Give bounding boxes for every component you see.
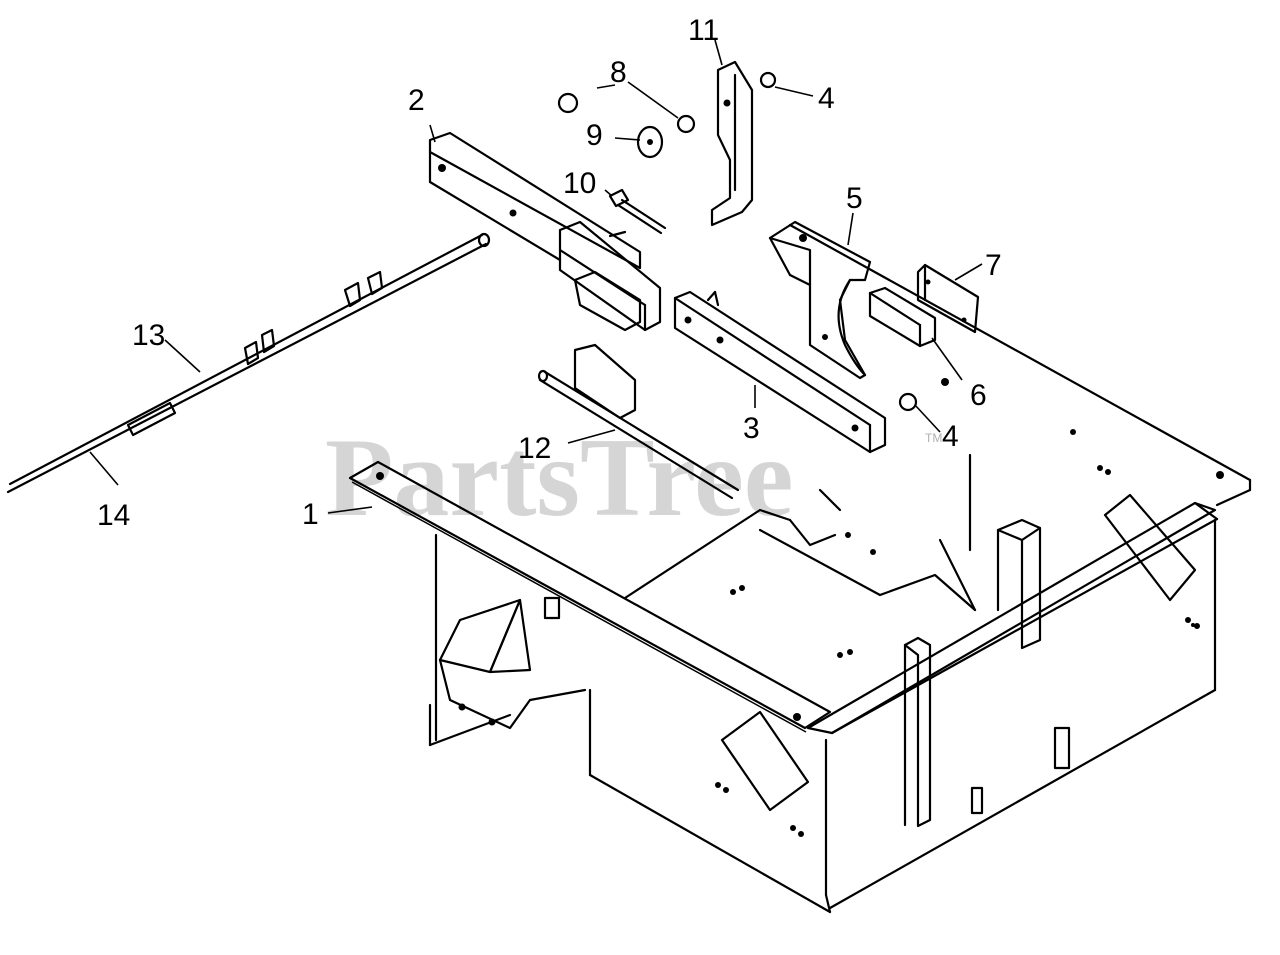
- part-bolt: [608, 188, 667, 235]
- callout-3: 3: [743, 412, 760, 445]
- callout-5: 5: [846, 182, 863, 215]
- callouts: 1 2 3 4 4 5 6 7 8 9 10 11 12 13 14: [97, 14, 1002, 532]
- callout-4-bottom: 4: [942, 420, 959, 453]
- part-small-plate: [916, 263, 980, 334]
- watermark-trademark: TM: [925, 431, 942, 445]
- part-nuts: [557, 92, 696, 134]
- callout-2: 2: [408, 84, 425, 117]
- part-rod-plate: [537, 343, 740, 500]
- part-frame-pan: [348, 223, 1252, 914]
- part-plate-5: [768, 220, 872, 380]
- callout-6: 6: [970, 379, 987, 412]
- callout-10: 10: [563, 167, 596, 200]
- watermark: PartsTree: [325, 416, 794, 540]
- part-long-rod: [6, 232, 491, 494]
- callout-8: 8: [610, 56, 627, 89]
- part-lever: [710, 60, 754, 227]
- callout-12: 12: [518, 432, 551, 465]
- leader-lines: [89, 39, 983, 514]
- callout-9: 9: [586, 119, 603, 152]
- callout-7: 7: [985, 249, 1002, 282]
- part-washer: [636, 125, 664, 159]
- callout-4-top: 4: [818, 82, 835, 115]
- part-nut: [759, 71, 918, 412]
- part-flat-bar: [673, 290, 887, 454]
- callout-14: 14: [97, 499, 130, 532]
- part-bracket-left: [428, 131, 662, 332]
- callout-13: 13: [132, 319, 165, 352]
- callout-11: 11: [688, 14, 719, 47]
- part-small-bar: [868, 286, 949, 386]
- callout-1: 1: [302, 498, 319, 531]
